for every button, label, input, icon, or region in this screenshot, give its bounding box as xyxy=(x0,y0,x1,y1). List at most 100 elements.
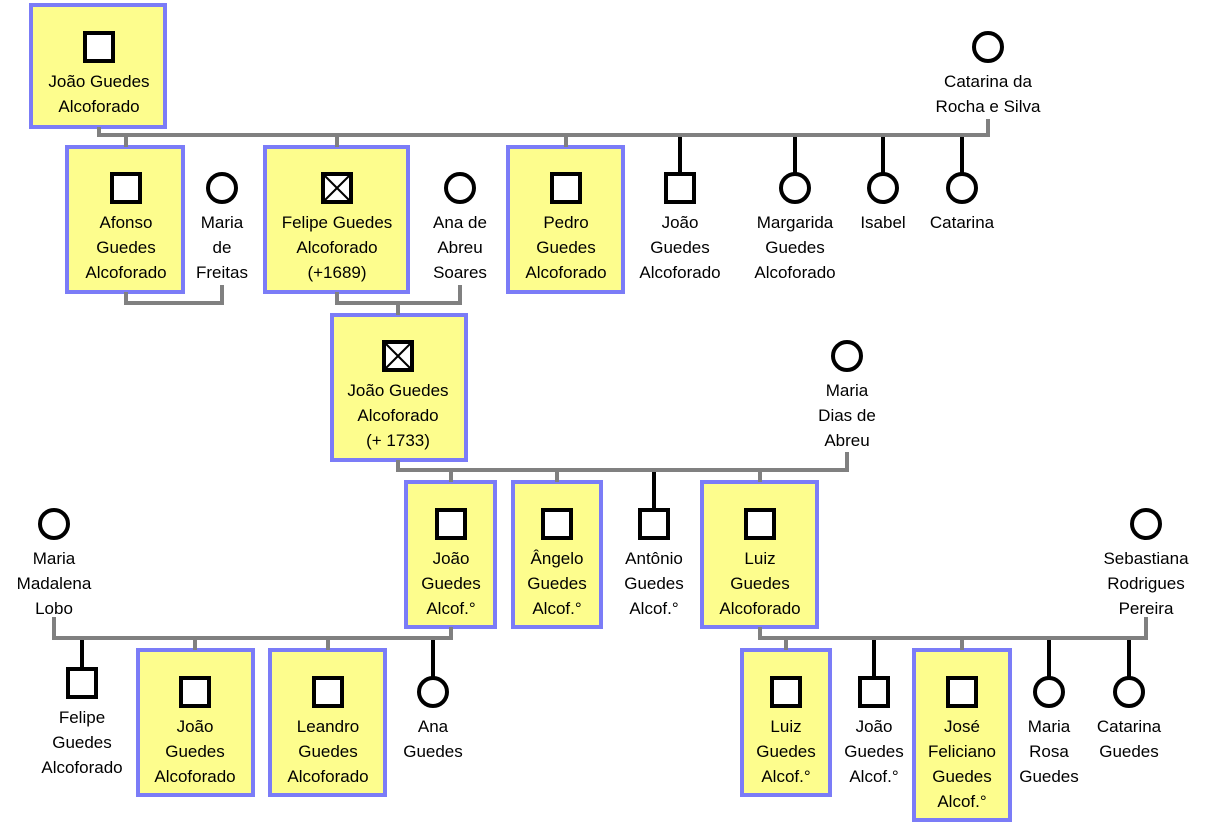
person-name-line: Maria xyxy=(33,549,76,568)
person-name-line: Guedes xyxy=(165,742,225,761)
male-square-icon xyxy=(66,667,98,699)
person-isabel: Isabel xyxy=(860,172,906,232)
line-g1-marriage xyxy=(97,119,990,137)
male-square-icon xyxy=(541,508,573,540)
highlight-box-luiz_alcof xyxy=(740,648,832,797)
person-name-line: Guedes xyxy=(765,238,825,257)
person-name-line: Alcoforado xyxy=(85,263,166,282)
person-name-line: Guedes xyxy=(52,733,112,752)
person-name-line: Guedes xyxy=(624,574,684,593)
person-name-line: Alcoforado xyxy=(639,263,720,282)
person-name-line: Alcoforado xyxy=(41,758,122,777)
person-name-line: Guedes xyxy=(421,574,481,593)
person-name-line: Pedro xyxy=(543,213,588,232)
male-square-icon xyxy=(744,508,776,540)
person-name-line: Alcoforado xyxy=(287,767,368,786)
male-square-icon xyxy=(110,172,142,204)
highlight-box-angelo xyxy=(511,480,603,629)
person-name-line: Alcof.° xyxy=(532,599,581,618)
person-name-line: Luiz xyxy=(770,717,801,736)
person-name-line: João Guedes xyxy=(48,72,149,91)
person-name-line: Luiz xyxy=(744,549,775,568)
female-circle-icon xyxy=(779,172,811,204)
person-name-line: Catarina xyxy=(1097,717,1162,736)
person-name-line: Felipe Guedes xyxy=(282,213,393,232)
male-square-icon xyxy=(946,676,978,708)
person-name-line: Alcoforado xyxy=(296,238,377,257)
person-name-line: Guedes xyxy=(730,574,790,593)
person-name-line: Antônio xyxy=(625,549,683,568)
person-name-line: Alcof.° xyxy=(426,599,475,618)
male-square-icon xyxy=(435,508,467,540)
person-name-line: Leandro xyxy=(297,717,359,736)
female-circle-icon xyxy=(1033,676,1065,708)
line-g3-marriage xyxy=(396,452,849,472)
person-name-line: Rosa xyxy=(1029,742,1069,761)
person-name-line: Guedes xyxy=(844,742,904,761)
female-circle-icon xyxy=(444,172,476,204)
person-catarina_da_rocha_e_silva: Catarina da Rocha e Silva xyxy=(936,31,1041,116)
female-circle-icon xyxy=(206,172,238,204)
person-name-line: Freitas xyxy=(196,263,248,282)
person-name-line: Guedes xyxy=(96,238,156,257)
person-name-line: Abreu xyxy=(824,431,869,450)
line-afonso-marriage xyxy=(124,285,224,305)
highlight-box-pedro xyxy=(506,145,625,294)
person-name-line: Ana de xyxy=(433,213,487,232)
highlight-box-leandro xyxy=(268,648,387,797)
person-name-line: de xyxy=(213,238,232,257)
person-name-line: Feliciano xyxy=(928,742,996,761)
person-name-line: Ana xyxy=(418,717,449,736)
male-square-icon xyxy=(638,508,670,540)
person-name-line: Dias de xyxy=(818,406,876,425)
person-name-line: Sebastiana xyxy=(1103,549,1189,568)
person-name-line: Rocha e Silva xyxy=(936,97,1041,116)
female-circle-icon xyxy=(972,31,1004,63)
person-name-line: Alcoforado xyxy=(719,599,800,618)
female-circle-icon xyxy=(946,172,978,204)
person-name-line: Catarina da xyxy=(944,72,1032,91)
person-name-line: Isabel xyxy=(860,213,905,232)
person-name-line: Maria xyxy=(201,213,244,232)
person-name-line: João xyxy=(433,549,470,568)
person-name-line: João xyxy=(177,717,214,736)
line-left-marriage xyxy=(52,617,453,640)
highlight-box-joao_alcof xyxy=(404,480,497,629)
person-name-line: Rodrigues xyxy=(1107,574,1185,593)
person-name-line: Afonso xyxy=(100,213,153,232)
male-square-icon xyxy=(83,31,115,63)
person-name-line: Guedes xyxy=(536,238,596,257)
person-name-line: Pereira xyxy=(1119,599,1174,618)
deceased-cross-icon xyxy=(383,341,413,371)
person-name-line: Maria xyxy=(1028,717,1071,736)
person-name-line: (+1689) xyxy=(307,263,366,282)
female-circle-icon xyxy=(1113,676,1145,708)
person-name-line: Alcoforado xyxy=(58,97,139,116)
line-right-marriage xyxy=(758,617,1148,640)
highlight-box-joao_guedes_alcoforado_1 xyxy=(29,3,167,129)
person-name-line: Alcof.° xyxy=(937,792,986,811)
female-circle-icon xyxy=(831,340,863,372)
person-name-line: Felipe xyxy=(59,708,105,727)
person-name-line: Alcof.° xyxy=(849,767,898,786)
person-name-line: Guedes xyxy=(756,742,816,761)
person-name-line: Guedes xyxy=(1019,767,1079,786)
